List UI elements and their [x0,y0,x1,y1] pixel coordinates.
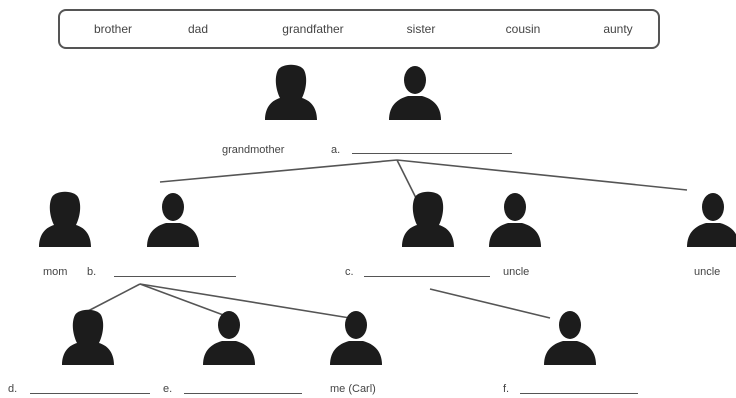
female-silhouette-icon [265,64,317,120]
male-silhouette-icon [389,66,441,120]
label-uncle: uncle [694,266,721,278]
male-silhouette-icon [687,193,736,247]
answer-blank-d[interactable] [30,393,150,394]
label-mom: mom [43,266,68,278]
answer-blank-a[interactable] [352,153,512,154]
label-a: a. [331,144,341,156]
label-d: d. [8,383,18,395]
word-bank-item: brother [93,22,133,36]
label-e: e. [163,383,173,395]
label-f: f. [503,383,510,395]
male-silhouette-icon [489,193,541,247]
answer-blank-b[interactable] [114,276,236,277]
male-silhouette-icon [330,311,382,365]
word-bank-box [58,9,660,49]
label-b: b. [87,266,97,278]
male-silhouette-icon [203,311,255,365]
label-grandmother: grandmother [222,144,285,156]
answer-blank-f[interactable] [520,393,638,394]
word-bank-item: cousin [505,22,541,36]
connector-lines [87,159,688,319]
word-bank-item: dad [187,22,209,36]
male-silhouette-icon [544,311,596,365]
label-uncle: uncle [503,266,530,278]
label-me: me (Carl) [330,383,376,395]
people [39,64,736,365]
answer-blank-c[interactable] [364,276,490,277]
female-silhouette-icon [39,191,91,247]
male-silhouette-icon [147,193,199,247]
answer-blank-e[interactable] [184,393,302,394]
label-c: c. [345,266,354,278]
word-bank-item: grandfather [282,22,344,36]
word-bank-item: sister [406,22,436,36]
word-bank-item: aunty [603,22,633,36]
female-silhouette-icon [62,309,114,365]
female-silhouette-icon [402,191,454,247]
